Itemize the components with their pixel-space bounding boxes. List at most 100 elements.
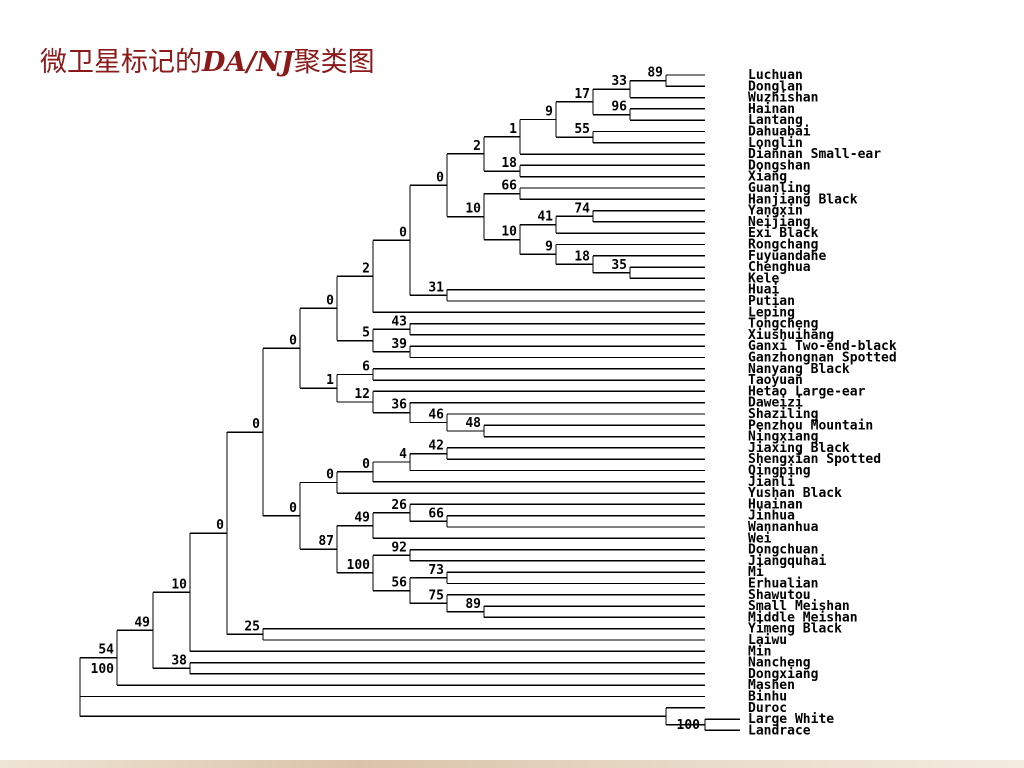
bootstrap-value: 0: [436, 170, 444, 185]
bootstrap-value: 56: [391, 576, 407, 591]
bootstrap-value: 42: [428, 439, 444, 454]
leaf-label: Shawutou: [748, 588, 811, 603]
leaf-label: Luchuan: [748, 68, 803, 83]
leaf-label: Chenghua: [748, 260, 811, 275]
bootstrap-value: 89: [465, 597, 481, 612]
title-suffix: 聚类图: [293, 47, 375, 78]
bootstrap-value: 2: [473, 139, 481, 154]
leaf-label: Dongxiang: [748, 667, 818, 682]
bootstrap-value: 55: [574, 122, 590, 137]
bootstrap-value: 92: [391, 540, 407, 555]
bootstrap-value: 43: [391, 314, 407, 329]
bootstrap-value: 6: [362, 359, 370, 374]
leaf-label: Wannanhua: [748, 520, 819, 535]
leaf-label: Mashen: [748, 678, 795, 693]
footer-decoration: [0, 760, 1024, 768]
bootstrap-value: 46: [428, 407, 444, 422]
bootstrap-value: 0: [326, 293, 334, 308]
leaf-label: Taoyuan: [748, 373, 803, 388]
bootstrap-value: 41: [537, 210, 553, 225]
leaf-label: Leping: [748, 305, 795, 320]
leaf-label: Xiang: [748, 170, 787, 185]
bootstrap-value: 89: [647, 66, 663, 81]
bootstrap-value: 0: [362, 457, 370, 472]
bootstrap-value: 4: [399, 447, 407, 462]
bootstrap-value: 10: [501, 225, 517, 240]
bootstrap-value: 0: [326, 468, 334, 483]
leaf-label: Jinhua: [748, 509, 795, 524]
leaf-label: Penzhou Mountain: [748, 418, 873, 433]
bootstrap-value: 49: [134, 615, 150, 630]
leaf-label: Min: [748, 644, 771, 659]
leaf-label: Shengxian Spotted: [748, 452, 881, 467]
leaf-label: Yangxin: [748, 204, 803, 219]
bootstrap-value: 75: [428, 588, 444, 603]
bootstrap-value: 9: [545, 104, 553, 119]
leaf-label: Kele: [748, 271, 779, 286]
leaf-label: Ningxiang: [748, 430, 818, 445]
title-prefix: 微卫星标记的: [40, 47, 202, 78]
leaf-label: Neijiang: [748, 215, 811, 230]
leaf-label: Xiushuihang: [748, 328, 834, 343]
leaf-label: Nanyang Black: [748, 362, 850, 377]
leaf-label: Yimeng Black: [748, 622, 842, 637]
leaf-label: Guanling: [748, 181, 811, 196]
leaf-label: Ganzhongnan Spotted: [748, 351, 897, 366]
bootstrap-value: 31: [428, 280, 444, 295]
leaf-label: Yushan Black: [748, 486, 842, 501]
bootstrap-value: 66: [501, 179, 517, 194]
bootstrap-value: 35: [611, 258, 627, 273]
leaf-label: Qingping: [748, 464, 811, 479]
title-abbr: DA/NJ: [202, 47, 294, 78]
bootstrap-value: 87: [318, 534, 334, 549]
leaf-label: Huainan: [748, 497, 803, 512]
bootstrap-value: 5: [362, 326, 370, 341]
bootstrap-value: 48: [465, 416, 481, 431]
bootstrap-value: 1: [326, 373, 334, 388]
leaf-label: Longlin: [748, 136, 803, 151]
leaf-label: Fuyuandahe: [748, 249, 826, 264]
leaf-label: Lantang: [748, 113, 803, 128]
leaf-label: Huai: [748, 283, 779, 298]
bootstrap-value: 0: [216, 518, 224, 533]
leaf-label: Daweizi: [748, 396, 803, 411]
bootstrap-value: 10: [171, 577, 187, 592]
leaf-label: Large White: [748, 712, 834, 727]
bootstrap-value: 0: [252, 417, 260, 432]
leaf-label: Hetao Large-ear: [748, 384, 866, 399]
leaf-label: Shaziling: [748, 407, 818, 422]
leaf-label: Donglan: [748, 79, 803, 94]
leaf-label: Dahuabai: [748, 125, 811, 140]
leaf-label: Wuzhishan: [748, 91, 818, 106]
leaf-label: Diannan Small-ear: [748, 147, 881, 162]
leaf-label: Landrace: [748, 723, 811, 738]
leaf-label: Rongchang: [748, 238, 818, 253]
leaf-label: Mi: [748, 565, 764, 580]
bootstrap-value: 2: [362, 261, 370, 276]
bootstrap-value: 74: [574, 201, 590, 216]
bootstrap-value: 96: [611, 100, 627, 115]
leaf-label: Wei: [748, 531, 772, 546]
leaf-label: Jiaxing Black: [748, 441, 850, 456]
leaf-label: Exi Black: [748, 226, 819, 241]
bootstrap-value: 18: [574, 249, 590, 264]
leaf-label: Tongcheng: [748, 317, 818, 332]
leaf-label: Dongchuan: [748, 543, 818, 558]
bootstrap-value: 73: [428, 563, 444, 578]
leaf-label: Hainan: [748, 102, 795, 117]
bootstrap-value: 9: [545, 239, 553, 254]
leaf-label: Erhualian: [748, 577, 818, 592]
leaf-label: Jianli: [748, 475, 795, 490]
bootstrap-value: 10: [465, 202, 481, 217]
bootstrap-value: 0: [289, 501, 297, 516]
bootstrap-value: 39: [391, 337, 407, 352]
bootstrap-value: 49: [354, 511, 370, 526]
leaf-label: Jiangquhai: [748, 554, 826, 569]
slide-title: 微卫星标记的DA/NJ聚类图: [40, 40, 375, 79]
leaf-label: Laiwu: [748, 633, 787, 648]
bootstrap-value: 25: [244, 619, 260, 634]
leaf-label: Small Meishan: [748, 599, 850, 614]
bootstrap-value: 1: [509, 122, 517, 137]
bootstrap-value: 33: [611, 74, 627, 89]
bootstrap-value: 18: [501, 156, 517, 171]
